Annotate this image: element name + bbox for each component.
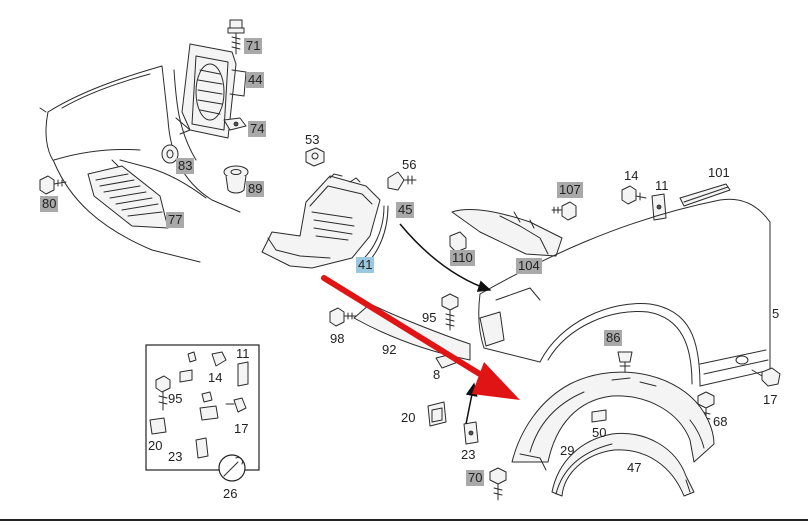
part-17-bolt bbox=[751, 367, 781, 387]
tool-wrench-icon bbox=[218, 454, 246, 482]
label-part-98: 98 bbox=[330, 331, 345, 346]
part-80-bolt bbox=[39, 175, 67, 195]
label-part-41: 41 bbox=[356, 257, 375, 273]
label-part-110: 110 bbox=[450, 250, 475, 266]
label-part-44: 44 bbox=[246, 72, 265, 88]
label-part-53: 53 bbox=[305, 132, 320, 147]
part-95-screw bbox=[441, 293, 459, 331]
hardware-inset-box bbox=[145, 344, 260, 471]
part-29-wheel-liner bbox=[511, 371, 715, 471]
part-56-clip bbox=[387, 171, 417, 191]
part-89-grommet bbox=[223, 165, 249, 194]
part-53-nut bbox=[305, 147, 325, 167]
part-14-bolt bbox=[621, 185, 647, 205]
label-part-83: 83 bbox=[176, 158, 195, 174]
inset-label-26: 26 bbox=[223, 486, 238, 501]
part-11-plate bbox=[651, 193, 667, 221]
label-part-8: 8 bbox=[433, 367, 441, 382]
front-bumper bbox=[39, 65, 241, 263]
label-part-80: 80 bbox=[40, 196, 59, 212]
label-part-45: 45 bbox=[396, 202, 415, 218]
part-104-bracket bbox=[451, 209, 563, 257]
label-part-70: 70 bbox=[466, 470, 485, 486]
inset-label-14: 14 bbox=[208, 370, 223, 385]
part-98-bolt bbox=[329, 307, 357, 327]
label-part-23: 23 bbox=[461, 447, 476, 462]
label-part-5: 5 bbox=[772, 306, 780, 321]
part-20-clip bbox=[427, 401, 447, 427]
part-70-bolt bbox=[489, 467, 507, 501]
part-47-strip bbox=[551, 432, 695, 497]
part-110-nut bbox=[449, 231, 467, 253]
inset-label-11: 11 bbox=[236, 346, 250, 361]
part-44-air-duct bbox=[175, 43, 247, 139]
red-highlight-arrow bbox=[321, 275, 520, 400]
label-part-56: 56 bbox=[402, 157, 417, 172]
label-part-107: 107 bbox=[557, 182, 583, 198]
inset-label-20: 20 bbox=[148, 438, 163, 453]
label-part-68: 68 bbox=[713, 414, 728, 429]
label-part-14: 14 bbox=[624, 168, 639, 183]
label-part-47: 47 bbox=[627, 460, 642, 475]
part-86-clip bbox=[617, 351, 633, 373]
part-23-nut bbox=[463, 421, 479, 445]
label-part-74: 74 bbox=[248, 121, 267, 137]
inset-label-17: 17 bbox=[234, 421, 249, 436]
part-74-clip bbox=[223, 117, 247, 131]
part-83-nut bbox=[161, 144, 179, 164]
part-77-grille bbox=[87, 159, 169, 229]
label-part-71: 71 bbox=[244, 38, 263, 54]
part-107-bolt bbox=[551, 201, 577, 221]
assembly-arrow-headlamp bbox=[399, 223, 492, 292]
label-part-95: 95 bbox=[422, 310, 437, 325]
part-101-trim-strip bbox=[679, 183, 731, 207]
label-part-17: 17 bbox=[763, 392, 778, 407]
assembly-arrow-nut bbox=[465, 382, 478, 425]
label-part-89: 89 bbox=[246, 181, 265, 197]
label-part-77: 77 bbox=[166, 212, 185, 228]
label-part-20: 20 bbox=[401, 410, 416, 425]
label-part-29: 29 bbox=[560, 443, 575, 458]
label-part-11: 11 bbox=[655, 178, 669, 193]
part-50-clip bbox=[591, 409, 607, 423]
label-part-104: 104 bbox=[516, 258, 542, 274]
inset-label-23: 23 bbox=[168, 449, 183, 464]
part-71-screw bbox=[227, 19, 245, 55]
label-part-92: 92 bbox=[382, 342, 397, 357]
inset-label-95: 95 bbox=[168, 391, 183, 406]
label-part-101: 101 bbox=[708, 165, 730, 180]
label-part-86: 86 bbox=[604, 330, 623, 346]
label-part-50: 50 bbox=[592, 425, 607, 440]
part-41-headlamp-housing bbox=[261, 173, 389, 269]
